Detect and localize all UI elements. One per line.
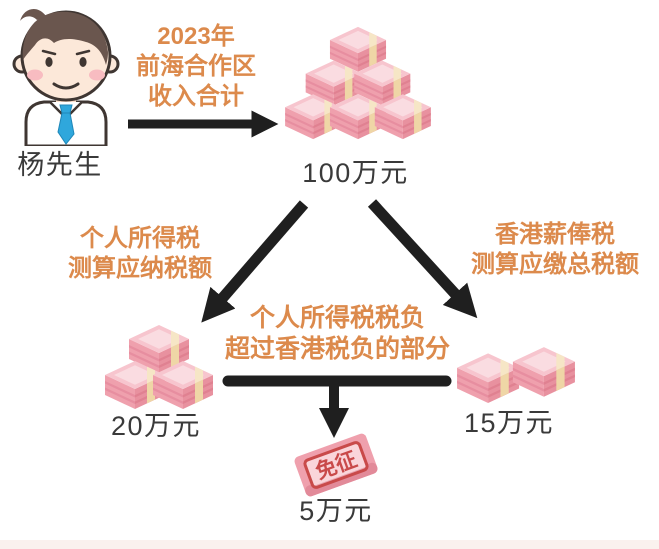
tie: [57, 104, 75, 145]
top-flow-line-3: 收入合计: [148, 83, 244, 110]
mouth: [52, 82, 80, 90]
right-amount-label: 15万元: [463, 408, 555, 438]
left-amount-label: 20万元: [110, 411, 202, 441]
right-cheek: [89, 69, 105, 81]
hair: [22, 11, 108, 66]
left-eye: [45, 57, 53, 67]
right-branch-caption: 香港薪俸税 测算应缴总税额: [460, 220, 650, 280]
money-pyramid-icon: [285, 26, 431, 140]
left-branch-line-1: 个人所得税: [80, 225, 200, 252]
stamped-banknote-icon: 免征: [294, 433, 378, 497]
top-flow-line-2: 前海合作区: [136, 53, 256, 80]
center-note-line-1: 个人所得税税负: [249, 304, 425, 332]
person-name-label: 杨先生: [17, 150, 103, 180]
center-note-caption: 个人所得税税负 超过香港税负的部分: [215, 303, 460, 365]
exempt-amount-label: 5万元: [299, 496, 373, 526]
left-cheek: [27, 69, 43, 81]
right-eyebrow: [75, 49, 91, 56]
left-money-stack-icon: [105, 325, 213, 409]
left-branch-caption: 个人所得税 测算应纳税额: [50, 224, 230, 284]
center-note-line-2: 超过香港税负的部分: [224, 335, 450, 363]
arrow-down-right-icon: [367, 199, 478, 319]
top-flow-caption: 2023年 前海合作区 收入合计: [116, 22, 276, 112]
right-eye: [79, 57, 87, 67]
right-money-stack-icon: [457, 347, 575, 403]
hair-swoosh: [20, 8, 46, 21]
left-eyebrow: [41, 49, 57, 56]
top-flow-line-1: 2023年: [157, 23, 235, 50]
bottom-strip: [0, 540, 659, 549]
banknote: 免征: [294, 433, 378, 497]
right-branch-line-1: 香港薪俸税: [495, 221, 615, 248]
exempt-stamp: 免征: [303, 441, 369, 489]
man-avatar-icon: [12, 8, 120, 146]
total-income-label: 100万元: [302, 158, 409, 188]
right-branch-line-2: 测算应缴总税额: [471, 251, 639, 278]
arrow-down-left-icon: [201, 200, 309, 323]
left-branch-line-2: 测算应纳税额: [68, 255, 212, 282]
